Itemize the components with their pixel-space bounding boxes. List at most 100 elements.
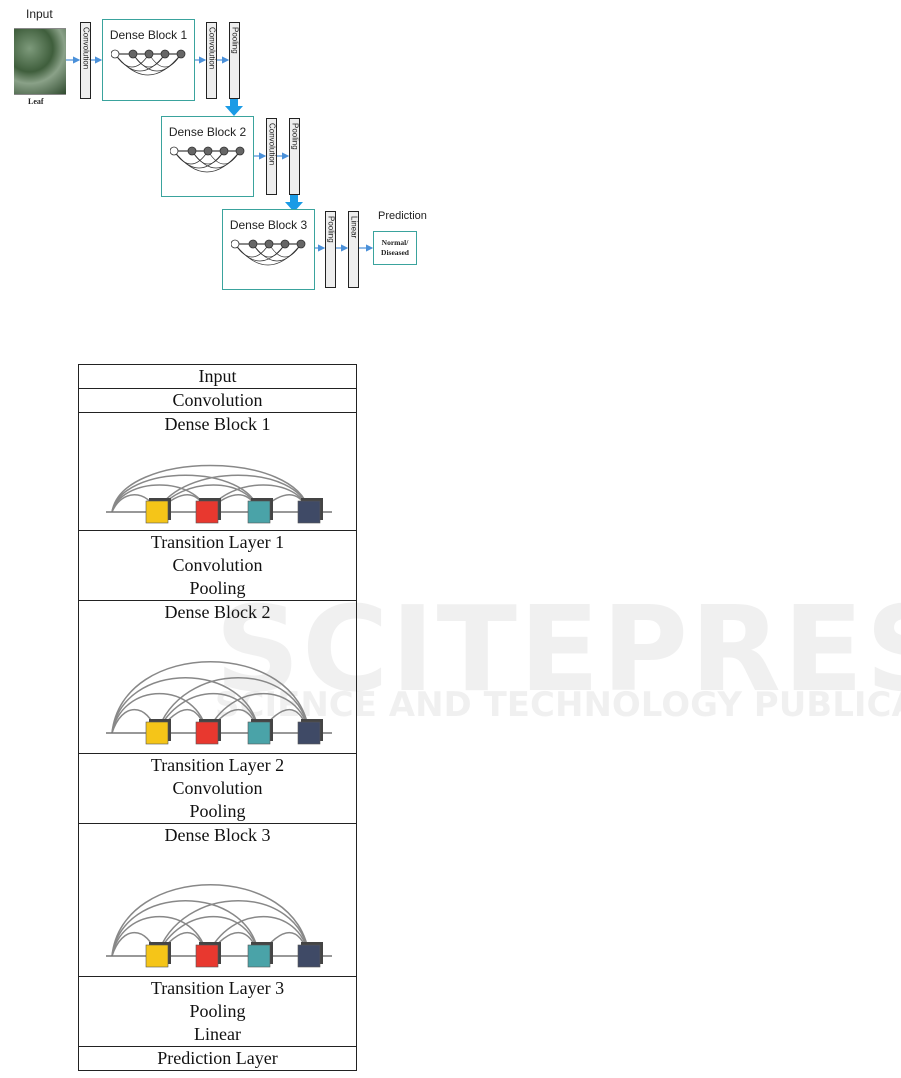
dense-block-diagram [105,464,332,524]
skip-edge [114,53,182,76]
skip-connection [155,677,310,734]
layer-label: Convolution [267,123,276,166]
layer-cube [247,944,270,968]
skip-connection [205,692,310,734]
node [235,146,245,156]
layer-label: Convolution [81,27,90,70]
input-label: Input [26,7,53,21]
dense-block-title: Dense Block 1 [164,414,271,434]
leaf-caption: Leaf [28,97,44,106]
skip-edge [173,150,241,173]
transition-op: Linear [194,1024,241,1044]
prediction-label: Prediction [378,210,427,222]
layer-label: Pooling [326,216,335,243]
layer-cube [195,944,218,968]
node [248,239,258,249]
dense-block-3: Dense Block 3 [222,209,315,290]
pooling-layer: Pooling [325,211,336,288]
skip-connection [110,884,310,957]
node [170,146,179,156]
row-dense-block-1: Dense Block 1 [79,413,356,531]
output-box: Normal/ Diseased [373,231,417,265]
node [231,239,240,249]
row-input: Input [79,365,356,389]
convolution-layer: Convolution [266,118,277,195]
row-transition-3: Transition Layer 3 Pooling Linear [79,977,356,1047]
dense-block-1: Dense Block 1 [102,19,195,101]
transition-op: Pooling [189,578,246,598]
architecture-table: Input Convolution Dense Block 1 Transiti… [78,364,357,1071]
skip-connection [110,661,310,734]
node [219,146,229,156]
row-transition-2: Transition Layer 2 Convolution Pooling [79,754,356,824]
pooling-layer: Pooling [289,118,300,195]
skip-connection [155,915,260,957]
node [187,146,197,156]
node [264,239,274,249]
layer-cube [297,944,320,968]
dense-block-title: Dense Block 2 [164,602,271,622]
layer-cube [195,500,218,524]
skip-edge [252,243,302,262]
skip-connection [110,464,310,513]
skip-edge [148,53,182,68]
node [160,49,170,59]
skip-connection [110,474,260,513]
convolution-layer: Convolution [80,22,91,99]
row-prediction: Prediction Layer [157,1048,278,1068]
layer-cube [145,721,168,745]
dense-block-illustration [79,436,356,528]
transition-op: Pooling [189,1001,246,1021]
skip-connection [155,474,310,513]
transition-op: Convolution [172,555,263,575]
block-title: Dense Block 3 [229,218,308,232]
output-normal: Normal/ [381,238,409,247]
dense-block-diagram [105,884,332,968]
transition-op: Convolution [172,778,263,798]
transition-title: Transition Layer 3 [150,978,285,998]
layer-cube [247,500,270,524]
leaf-image [14,28,66,95]
skip-connection [110,692,208,734]
node [176,49,186,59]
row-convolution: Convolution [79,389,356,413]
layer-cube [247,721,270,745]
layer-cube [297,721,320,745]
row-dense-block-2: Dense Block 2 [79,601,356,754]
row-dense-block-3: Dense Block 3 [79,824,356,977]
down-arrow [285,193,303,212]
skip-connection [110,915,208,957]
layer-label: Pooling [290,123,299,150]
skip-connection [110,900,260,957]
skip-connection [110,677,260,734]
layer-cube [145,944,168,968]
skip-edge [191,150,241,169]
transition-title: Transition Layer 1 [150,532,285,552]
dense-block-illustration [79,624,356,749]
linear-layer: Linear [348,211,359,288]
skip-edge [234,243,302,266]
node [280,239,290,249]
layer-label: Linear [349,216,358,239]
layer-label: Pooling [230,27,239,54]
layer-cube [297,500,320,524]
row-transition-1: Transition Layer 1 Convolution Pooling [79,531,356,601]
skip-edge [268,243,302,258]
node [296,239,306,249]
skip-connection [205,915,310,957]
dense-block-illustration [79,847,356,972]
skip-connection [155,900,310,957]
dense-connection-graph [231,239,306,266]
transition-op: Pooling [189,801,246,821]
layer-cube [145,500,168,524]
convolution-layer: Convolution [206,22,217,99]
layer-label: Convolution [207,27,216,70]
block-title: Dense Block 1 [109,28,188,42]
dense-connection-graph [111,49,186,76]
node [128,49,138,59]
skip-connection [155,692,260,734]
transition-title: Transition Layer 2 [150,755,285,775]
dense-block-2: Dense Block 2 [161,116,254,197]
flow-arrows [66,56,374,252]
dense-connection-graph [170,146,245,173]
